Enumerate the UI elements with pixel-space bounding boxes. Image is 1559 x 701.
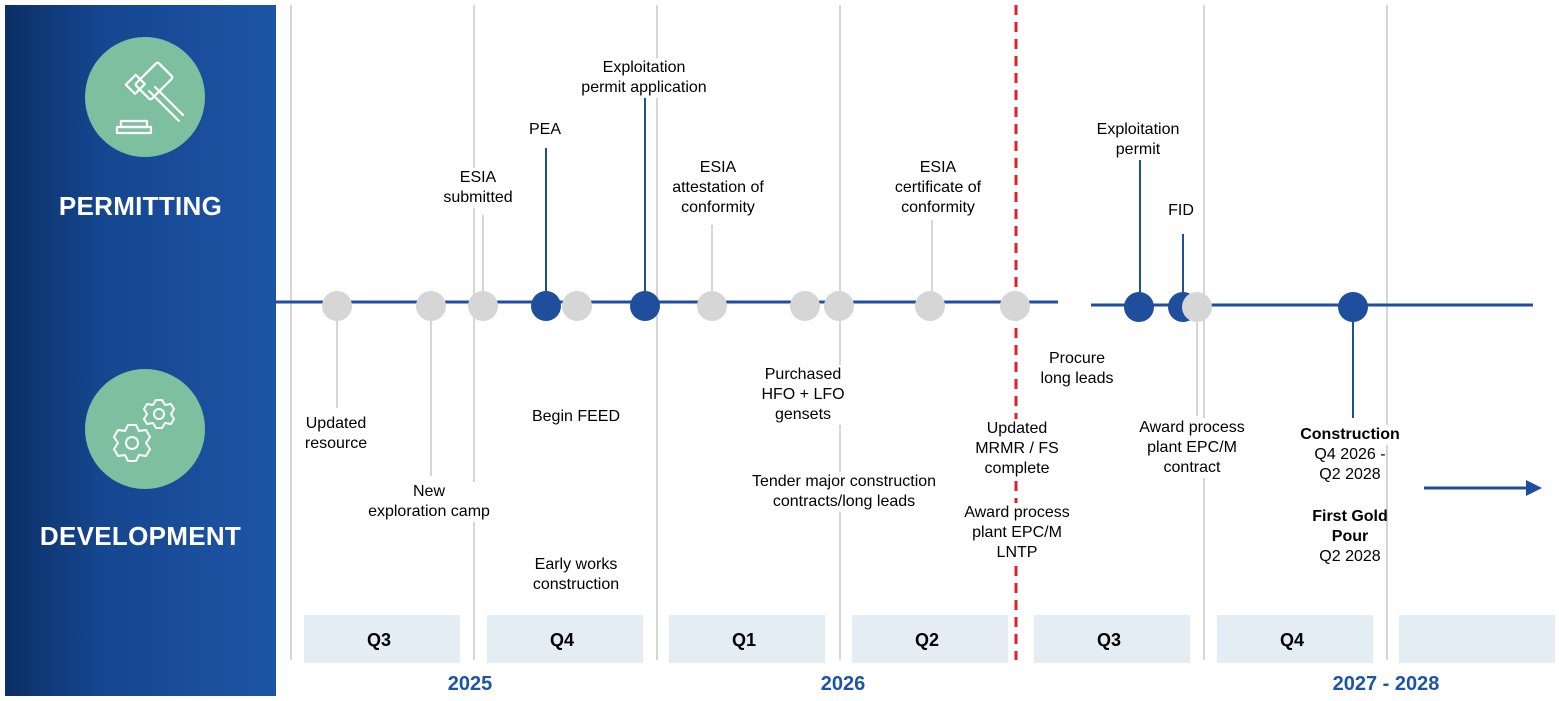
milestone-node <box>1338 292 1368 322</box>
continuation-arrow <box>1424 480 1542 496</box>
milestone-node <box>630 291 660 321</box>
milestone-node <box>1124 292 1154 322</box>
milestone-label: Construction <box>1300 425 1400 445</box>
milestone-node <box>915 291 945 321</box>
milestone-label: FID <box>1168 201 1194 221</box>
gavel-icon <box>115 61 185 135</box>
development-label: DEVELOPMENT <box>39 521 242 551</box>
year-label: 2026 <box>820 673 866 695</box>
quarter-box <box>304 615 460 663</box>
milestone-label: Q2 2028 <box>1319 548 1381 565</box>
milestone-node <box>322 291 352 321</box>
quarter-box <box>852 615 1008 663</box>
milestone-label: Q4 2026 -Q2 2028 <box>1314 445 1386 485</box>
milestone-node <box>1000 291 1030 321</box>
milestone-node <box>468 291 498 321</box>
milestone-node <box>531 291 561 321</box>
milestone-label: Begin FEED <box>531 408 621 425</box>
quarter-label: Q4 <box>1279 630 1305 650</box>
milestone-node <box>790 291 820 321</box>
year-label: 2027 - 2028 <box>1332 673 1440 695</box>
quarter-label: Q4 <box>549 630 575 650</box>
gears-icon <box>113 399 175 462</box>
milestone-node <box>697 291 727 321</box>
milestone-node <box>562 291 592 321</box>
permitting-circle <box>85 37 205 157</box>
quarter-label: Q3 <box>366 630 392 650</box>
quarter-box <box>669 615 825 663</box>
milestone-label: PEA <box>528 120 562 140</box>
permitting-label: PERMITTING <box>58 191 223 221</box>
quarter-box <box>1034 615 1190 663</box>
milestone-node <box>824 291 854 321</box>
quarter-box <box>1399 615 1555 663</box>
quarter-label: Q2 <box>914 630 940 650</box>
milestone-node <box>1182 292 1212 322</box>
development-circle <box>85 369 205 489</box>
milestone-node <box>416 291 446 321</box>
year-label: 2025 <box>447 673 493 695</box>
quarter-label: Q3 <box>1096 630 1122 650</box>
sidebar: PERMITTING DEVELOPMENT <box>5 5 276 696</box>
quarter-box <box>487 615 643 663</box>
quarter-box <box>1217 615 1373 663</box>
quarter-label: Q1 <box>731 630 757 650</box>
